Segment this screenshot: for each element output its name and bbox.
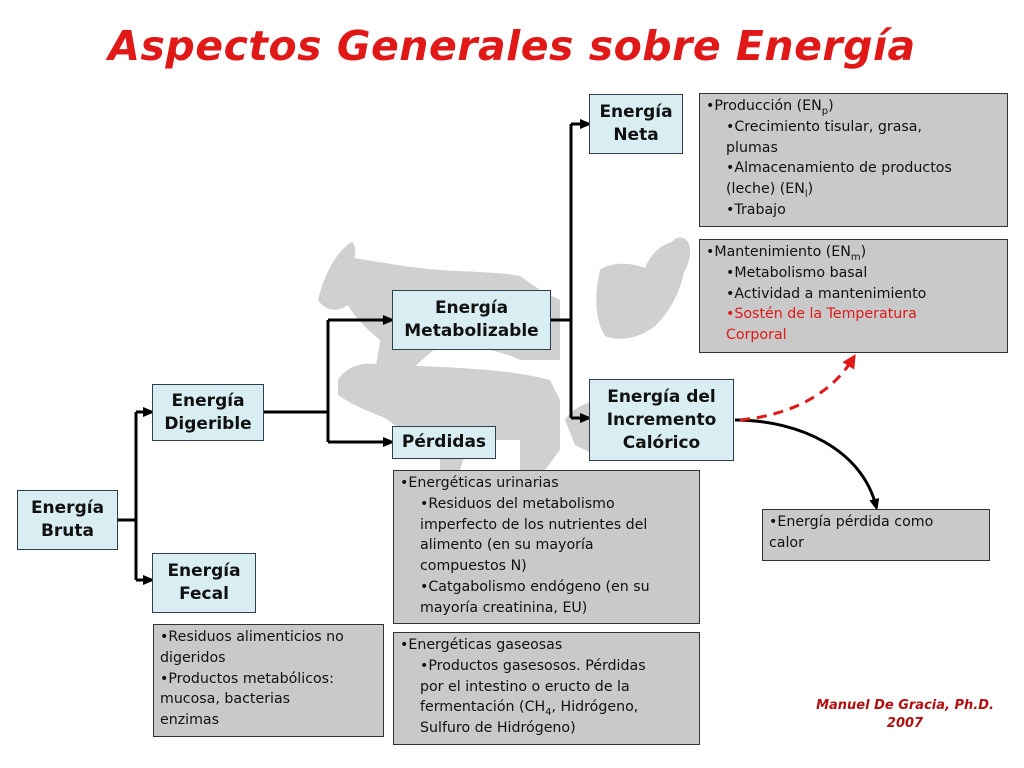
author-year: 2007 [886,716,924,731]
box-text: enzimas [160,712,220,729]
box-text: •Almacenamiento de productos [726,160,952,177]
node-label: Energía [171,390,245,411]
node-label: Energía [167,561,241,581]
node-label: Bruta [40,521,95,541]
node-label: Digerible [164,413,252,434]
node-label: Pérdidas [401,432,487,452]
box-text: , Hidrógeno, [551,699,639,716]
box-urinarias: •Energéticas urinarias •Residuos del met… [393,470,700,624]
author-credit: Manuel De Gracia, Ph.D. 2007 [800,697,1010,733]
node-label: Energía [30,498,105,518]
node-energia-bruta: Energía Bruta [17,490,118,550]
node-energia-incremento-calorico: Energía del Incremento Calórico [589,379,734,461]
node-label: Neta [613,125,659,145]
box-text: digeridos [160,649,226,666]
author-name: Manuel De Gracia, Ph.D. [816,698,994,713]
node-label: Energía [434,298,509,318]
box-text: alimento (en su mayoría [420,537,594,554]
box-text: •Energía pérdida como [769,514,934,530]
box-text: (leche) (EN [726,181,805,198]
box-text: •Residuos del metabolismo [420,495,615,512]
node-energia-digerible: Energía Digerible [152,384,264,441]
box-text: •Mantenimiento (EN [706,244,851,260]
box-text: calor [769,534,804,551]
box-text: compuestos N) [420,558,527,575]
box-text: •Catgabolismo endógeno (en su [420,578,650,595]
node-energia-fecal: Energía Fecal [152,553,256,613]
box-calor: •Energía pérdida como calor [762,509,990,561]
box-text: Sulfuro de Hidrógeno) [420,720,576,737]
box-text: mayoría creatinina, EU) [420,599,588,616]
box-text: •Producción (EN [706,98,822,114]
box-text: fermentación (CH [420,699,546,716]
node-label: Metabolizable [404,321,539,341]
node-energia-neta: Energía Neta [589,94,683,154]
box-subscript: l [804,189,808,201]
box-text: •Energéticas urinarias [400,475,559,491]
box-gaseosas: •Energéticas gaseosas •Productos gasesos… [393,632,700,745]
page-title: Aspectos Generales sobre Energía [108,22,916,70]
box-text: plumas [726,139,778,156]
box-text-highlight: •Sostén de la Temperatura [726,306,917,323]
box-text: imperfecto de los nutrientes del [420,516,648,533]
box-text: •Energéticas gaseosas [400,637,563,653]
box-text: ) [860,244,867,260]
box-text: •Residuos alimenticios no [160,629,344,645]
box-text: por el intestino o eructo de la [420,678,630,695]
node-label: Energía del [607,386,716,407]
box-subscript: 4 [545,707,552,719]
box-text: •Actividad a mantenimiento [726,285,927,302]
box-text: ) [807,181,814,198]
box-text: ) [828,98,834,114]
box-text: •Productos gasesosos. Pérdidas [420,657,646,674]
box-subscript: m [850,251,861,263]
node-perdidas: Pérdidas [392,426,496,459]
node-label: Fecal [179,584,229,604]
box-text: •Productos metabólicos: [160,670,334,687]
box-fecal: •Residuos alimenticios no digeridos •Pro… [153,624,384,737]
node-label: Incremento [606,409,717,430]
box-produccion: •Producción (ENp) •Crecimiento tisular, … [699,93,1008,227]
node-label: Calórico [622,432,701,453]
box-text: •Metabolismo basal [726,264,868,281]
red-dashed-arrow [739,354,856,422]
box-text: mucosa, bacterias [160,691,291,708]
box-mantenimiento: •Mantenimiento (ENm) •Metabolismo basal … [699,239,1008,353]
box-text: •Crecimiento tisular, grasa, [726,118,923,135]
box-text-highlight: Corporal [726,327,787,344]
box-text: •Trabajo [726,201,786,218]
node-energia-metabolizable: Energía Metabolizable [392,290,551,350]
box-subscript: p [821,105,829,117]
node-label: Energía [599,102,673,122]
